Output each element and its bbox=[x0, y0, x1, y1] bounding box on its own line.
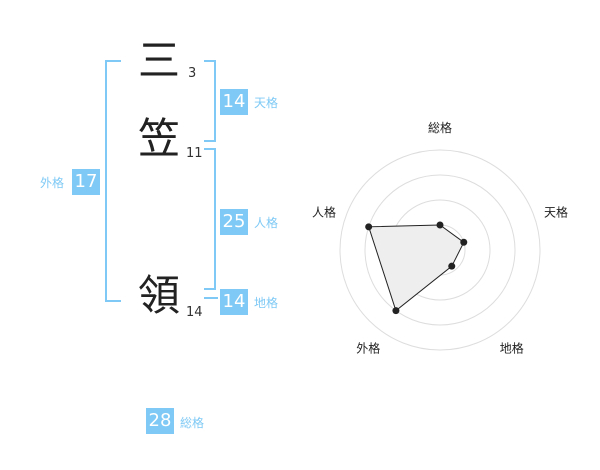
jinkaku-label: 人格 bbox=[254, 216, 279, 230]
chikaku-label: 地格 bbox=[254, 296, 279, 310]
radar-axis-label-1: 総格 bbox=[428, 120, 452, 135]
stroke-count-1: 3 bbox=[188, 66, 197, 81]
radar-points bbox=[365, 221, 468, 315]
tenkaku-label: 天格 bbox=[254, 96, 279, 110]
name-char-3: 領 bbox=[137, 271, 180, 320]
chikaku-value: 14 bbox=[220, 289, 248, 315]
radar-axis-label-4: 外格 bbox=[356, 341, 380, 356]
tenkaku-bracket bbox=[204, 60, 216, 142]
radar-ring bbox=[339, 149, 541, 351]
gaikaku-label: 外格 bbox=[40, 176, 65, 190]
chikaku-connector bbox=[204, 297, 218, 299]
gaikaku-value: 17 bbox=[72, 169, 100, 195]
soukaku-label: 総格 bbox=[180, 416, 205, 430]
gaikaku-bracket bbox=[105, 60, 121, 302]
radar-ring bbox=[364, 174, 516, 326]
radar-axis-label-5: 人格 bbox=[312, 204, 336, 219]
radar-axis-label-3: 地格 bbox=[500, 341, 524, 356]
stroke-count-2: 11 bbox=[186, 146, 203, 161]
tenkaku-value: 14 bbox=[220, 89, 248, 115]
radar-point-4 bbox=[392, 307, 400, 315]
jinkaku-value: 25 bbox=[220, 209, 248, 235]
radar-point-2 bbox=[460, 238, 468, 246]
radar-axis-label-2: 天格 bbox=[544, 204, 568, 219]
radar-area bbox=[368, 224, 465, 312]
radar-point-1 bbox=[436, 221, 444, 229]
radar-point-5 bbox=[365, 223, 373, 231]
stroke-count-3: 14 bbox=[186, 305, 203, 320]
name-char-2: 笠 bbox=[137, 114, 180, 163]
soukaku-value: 28 bbox=[146, 408, 174, 434]
radar-point-3 bbox=[448, 262, 456, 270]
name-char-1: 三 bbox=[137, 36, 180, 85]
jinkaku-bracket bbox=[204, 148, 216, 290]
